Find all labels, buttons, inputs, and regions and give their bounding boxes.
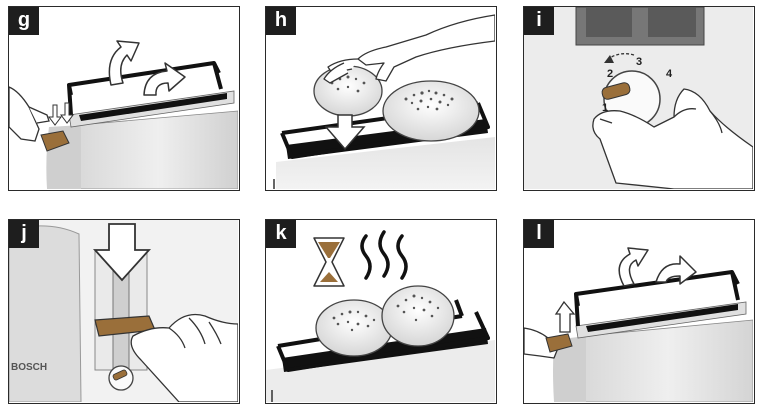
hourglass-icon [313, 237, 345, 287]
curved-arrow-icon [604, 53, 635, 63]
panel-l: l [523, 219, 755, 404]
bread-roll-icon [382, 80, 480, 142]
dial-number-2: 2 [607, 68, 613, 80]
brand-logo: BOSCH [11, 362, 47, 373]
panel-label-h: h [266, 7, 296, 35]
hand-icon [9, 86, 50, 142]
panel-label-k: k [266, 220, 296, 248]
toaster-lever-l [545, 333, 573, 353]
hand-icon [130, 313, 238, 402]
panel-label-l: l [524, 220, 554, 248]
panel-k: k [265, 219, 497, 404]
panel-label-g: g [9, 7, 39, 35]
toaster-lever-g [40, 130, 70, 152]
up-arrow-icon [554, 300, 576, 333]
hand-icon [592, 88, 753, 189]
illustration-l [524, 247, 753, 402]
illustration-g [9, 40, 238, 189]
hand-icon [323, 14, 495, 84]
illustration-j: BOSCH [9, 220, 238, 402]
steam-icon [360, 230, 408, 280]
panel-label-i: i [524, 7, 554, 35]
dial-number-3: 3 [636, 56, 642, 68]
panel-i: i 1 2 3 4 [523, 6, 755, 191]
dial-number-4: 4 [666, 68, 673, 80]
panel-h: h [265, 6, 497, 191]
down-arrow-icon [92, 223, 152, 282]
curved-arrow-icon [108, 40, 186, 96]
panel-label-j: j [9, 220, 39, 248]
panel-j: j BOSCH [8, 219, 240, 404]
illustration-h [273, 14, 495, 189]
illustration-k [266, 230, 495, 402]
panel-g: g [8, 6, 240, 191]
curved-arrow-icon [618, 247, 697, 287]
down-arrow-icon [48, 102, 74, 126]
bread-roll-icon [381, 285, 455, 347]
bread-roll-icon [315, 299, 393, 357]
dial-number-1: 1 [602, 102, 608, 114]
illustration-i: 1 2 3 4 [524, 7, 753, 189]
down-arrow-icon [324, 114, 366, 151]
